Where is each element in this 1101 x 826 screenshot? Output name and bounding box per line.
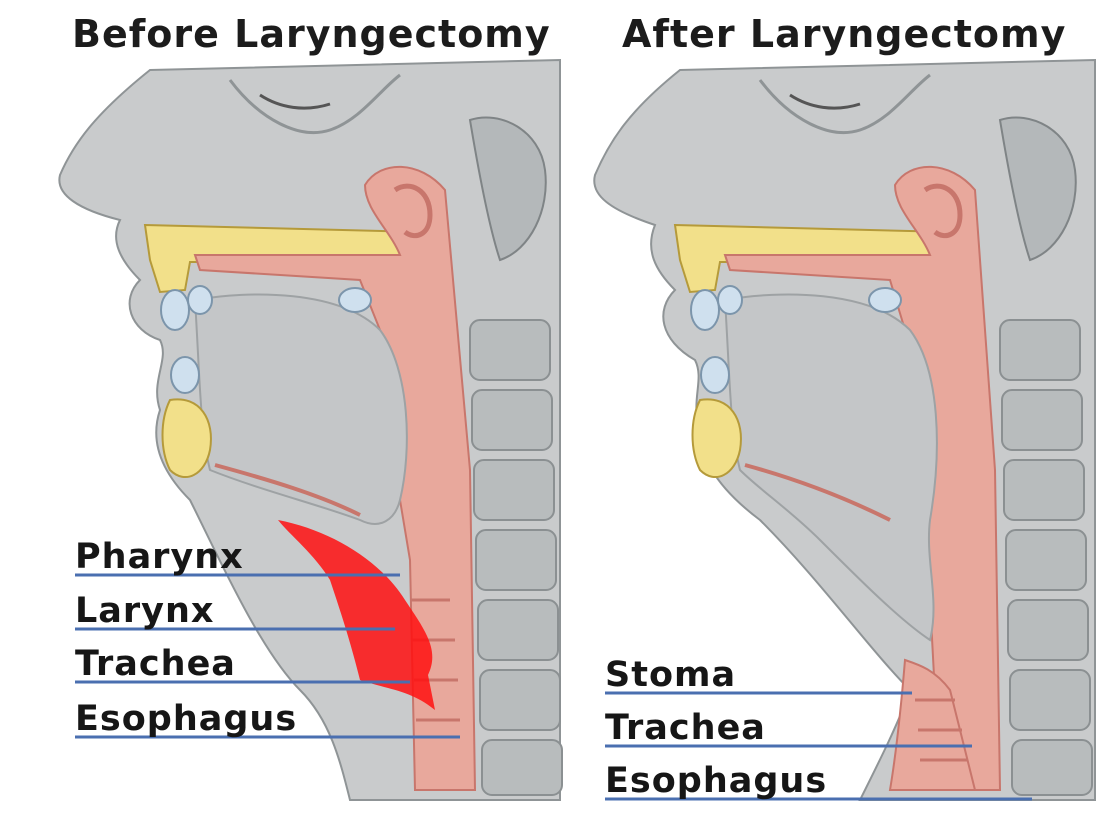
after-spine xyxy=(1000,320,1092,795)
label-esophagus-before: Esophagus xyxy=(75,699,297,739)
label-pharynx: Pharynx xyxy=(75,537,244,577)
after-panel-title: After Laryngectomy xyxy=(622,12,1066,56)
label-stoma: Stoma xyxy=(605,655,736,695)
before-panel-illustration xyxy=(59,60,562,800)
panel-separator xyxy=(563,55,585,825)
before-panel-title: Before Laryngectomy xyxy=(72,12,551,56)
label-larynx: Larynx xyxy=(75,591,215,631)
before-jaw-bone xyxy=(163,399,211,477)
label-trachea-after: Trachea xyxy=(605,708,766,748)
after-jaw-bone xyxy=(693,399,741,477)
before-spine xyxy=(470,320,562,795)
label-trachea-before: Trachea xyxy=(75,644,236,684)
label-esophagus-after: Esophagus xyxy=(605,761,827,801)
